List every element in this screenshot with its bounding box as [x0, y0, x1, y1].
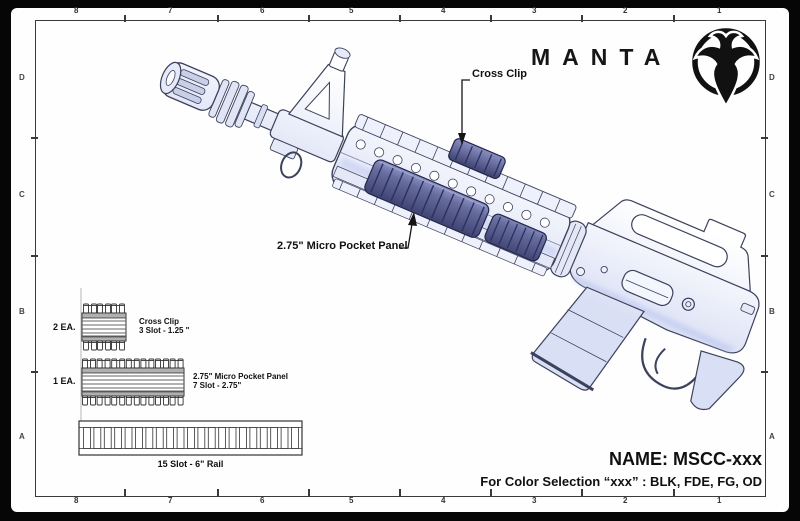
micro-panel-part-spec: 7 Slot - 2.75": [193, 381, 242, 390]
ruler-letter-left: B: [19, 307, 25, 316]
rail-part-label: 15 Slot - 6" Rail: [157, 459, 224, 469]
ruler-tick: [31, 371, 38, 373]
ruler-tick: [31, 255, 38, 257]
front-sight-window: [304, 81, 331, 120]
cross-clip-part-drawing: [81, 303, 127, 351]
ruler-number-top: 5: [349, 6, 354, 15]
micro-panel-leader: [399, 223, 413, 249]
ruler-letter-right: D: [769, 73, 775, 82]
ruler-tick: [673, 489, 675, 496]
cross-clip-leader: [461, 79, 470, 134]
ruler-number-bottom: 1: [717, 496, 722, 505]
micro-pocket-panel-installed: [364, 159, 490, 238]
manta-ray-logo-icon: [692, 28, 760, 109]
micro-panel-part-drawing: [81, 358, 185, 406]
cross-clip-part-spec: 3 Slot - 1.25 ": [139, 326, 190, 335]
ruler-number-top: 8: [74, 6, 79, 15]
carry-handle-cutout: [631, 214, 728, 268]
cross-clip-callout: Cross Clip: [472, 68, 528, 80]
cross-clip-part-name: Cross Clip: [139, 317, 180, 326]
callout-leaders: [399, 79, 470, 249]
ruler-tick: [673, 15, 675, 22]
ruler-number-bottom: 8: [74, 496, 79, 505]
qty-cross-clip: 2 EA.: [53, 322, 76, 332]
ruler-number-bottom: 6: [260, 496, 265, 505]
micro-panel-callout: 2.75" Micro Pocket Panel: [277, 240, 408, 252]
title-block-name: NAME: MSCC-xxx: [608, 449, 762, 469]
magazine-baseplate: [530, 351, 595, 392]
ruler-tick: [761, 255, 768, 257]
ruler-tick: [490, 15, 492, 22]
title-block-color-note: For Color Selection “xxx” : BLK, FDE, FG…: [480, 474, 762, 489]
ruler-number-bottom: 4: [441, 496, 446, 505]
ruler-number-bottom: 3: [532, 496, 537, 505]
ruler-number-bottom: 7: [168, 496, 173, 505]
ruler-number-top: 4: [441, 6, 446, 15]
mag-release: [600, 265, 608, 274]
micro-panel-part-name: 2.75" Micro Pocket Panel: [193, 372, 288, 381]
sling-swivel: [280, 151, 303, 179]
ruler-tick: [581, 489, 583, 496]
flash-hider-slots: [172, 69, 210, 104]
ruler-tick: [399, 489, 401, 496]
ruler-letter-right: C: [769, 190, 775, 199]
ruler-tick: [308, 489, 310, 496]
ruler-letter-left: C: [19, 190, 25, 199]
ruler-letter-left: A: [19, 432, 25, 441]
charging-handle: [740, 302, 756, 315]
forward-assist: [681, 297, 695, 311]
qty-micro-panel: 1 EA.: [53, 376, 76, 386]
ruler-tick: [308, 15, 310, 22]
trigger: [654, 347, 666, 375]
receiver-shading: [572, 274, 735, 353]
cross-clip-part-note: Cross Clip 3 Slot - 1.25 ": [139, 317, 189, 335]
ruler-tick: [124, 489, 126, 496]
ruler-tick: [399, 15, 401, 22]
ruler-number-top: 3: [532, 6, 537, 15]
takedown-pin: [576, 267, 586, 276]
ruler-tick: [490, 489, 492, 496]
cross-clip-installed: [448, 138, 506, 179]
ruler-letter-left: D: [19, 73, 25, 82]
trigger-guard: [641, 337, 706, 390]
ruler-number-bottom: 5: [349, 496, 354, 505]
ruler-letter-right: A: [769, 432, 775, 441]
pistol-grip: [690, 350, 745, 411]
ejection-port: [621, 269, 674, 307]
ruler-tick: [581, 15, 583, 22]
ruler-letter-right: B: [769, 307, 775, 316]
parts-list-drawings: [78, 288, 303, 456]
brand-name: MANTA: [531, 44, 673, 70]
ruler-number-top: 7: [168, 6, 173, 15]
ruler-tick: [761, 137, 768, 139]
rail-part-drawing: [78, 420, 303, 456]
rifle-illustration: [159, 47, 760, 411]
ruler-tick: [31, 137, 38, 139]
cross-clip-arrowhead: [458, 133, 466, 145]
ruler-tick: [124, 15, 126, 22]
ruler-number-top: 6: [260, 6, 265, 15]
ruler-tick: [217, 15, 219, 22]
ruler-number-top: 2: [623, 6, 628, 15]
ruler-tick: [217, 489, 219, 496]
muzzle-bore: [165, 70, 176, 86]
barrel-ring: [253, 104, 269, 129]
ruler-tick: [761, 371, 768, 373]
ruler-number-bottom: 2: [623, 496, 628, 505]
micro-panel-arrowhead: [408, 212, 417, 226]
micro-panel-part-note: 2.75" Micro Pocket Panel 7 Slot - 2.75": [193, 372, 288, 390]
rear-pocket-panel-installed: [484, 213, 547, 262]
barrel-collar: [208, 79, 255, 128]
ruler-number-top: 1: [717, 6, 722, 15]
